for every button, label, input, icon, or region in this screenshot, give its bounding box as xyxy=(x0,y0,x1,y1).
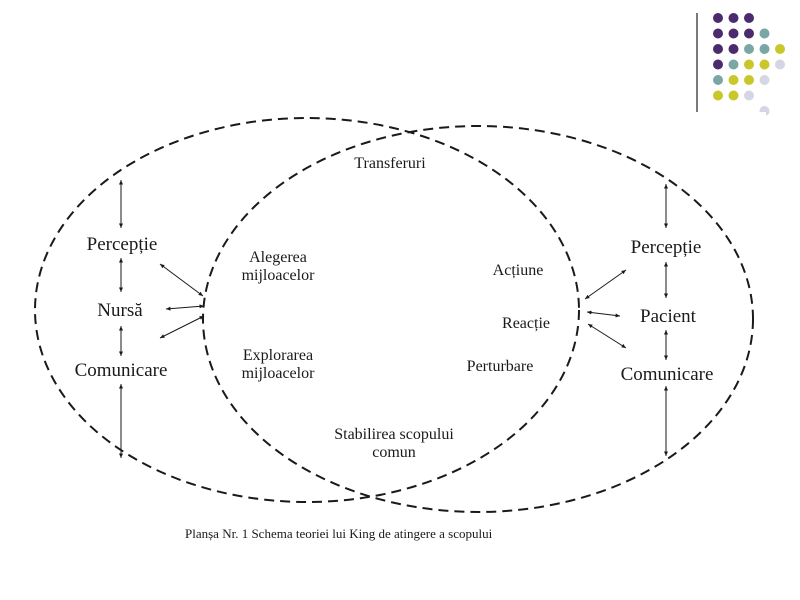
decorative-dot xyxy=(775,59,785,70)
decorative-dot xyxy=(713,75,723,85)
decorative-dot xyxy=(713,59,723,70)
right-diag-arrow-upper xyxy=(584,269,627,300)
right-diag-arrow-lower xyxy=(587,323,627,349)
decorative-dot-grid xyxy=(696,13,785,117)
left-diag-arrow-middle xyxy=(165,304,205,311)
decorative-dot xyxy=(713,44,723,54)
left-diag-arrow-upper xyxy=(159,263,204,297)
decorative-dot xyxy=(775,44,785,54)
patient-label: Pacient xyxy=(640,306,696,327)
actiune-label: Acțiune xyxy=(492,262,544,279)
decorative-dot xyxy=(728,75,739,85)
decorative-dot xyxy=(744,75,754,85)
right-diag-arrow-middle xyxy=(586,310,621,318)
decorative-dot xyxy=(713,90,723,101)
decorative-dot xyxy=(744,28,754,39)
decorative-dot xyxy=(744,44,754,54)
decorative-dot xyxy=(759,44,770,54)
figure-panel xyxy=(37,112,766,525)
decorative-dot xyxy=(759,28,770,39)
perturbare-label: Perturbare xyxy=(466,358,534,375)
decorative-dot xyxy=(728,59,739,70)
explorarea-mijloacelor-label: Explorarea mijloacelor xyxy=(241,347,315,383)
nurse-label: Nursă xyxy=(97,300,143,321)
alegerea-mijloacelor-label: Alegerea mijloacelor xyxy=(241,249,315,285)
decorative-dot xyxy=(713,28,723,39)
decorative-dot xyxy=(759,75,770,85)
decorative-dot xyxy=(713,13,723,23)
right-comunicare-label: Comunicare xyxy=(620,364,714,385)
right-perceptie-label: Percepție xyxy=(630,237,702,258)
decorative-dot xyxy=(744,90,754,101)
decorative-dot xyxy=(759,59,770,70)
left-perceptie-label: Percepție xyxy=(86,234,158,255)
reactie-label: Reacție xyxy=(502,315,550,332)
transferuri-label: Transferuri xyxy=(354,155,426,172)
nurse-ellipse xyxy=(34,117,580,503)
decorative-dot xyxy=(744,13,754,23)
left-diag-arrow-lower xyxy=(159,315,205,339)
decorative-dot xyxy=(728,90,739,101)
figure-caption: Planșa Nr. 1 Schema teoriei lui King de … xyxy=(185,526,493,541)
decorative-dot xyxy=(744,59,754,70)
decorative-dot xyxy=(728,44,739,54)
decorative-dot xyxy=(728,13,739,23)
stabilirea-scopului-comun-label: Stabilirea scopului comun xyxy=(334,426,454,462)
left-comunicare-label: Comunicare xyxy=(74,360,168,381)
decorative-dot xyxy=(728,28,739,39)
